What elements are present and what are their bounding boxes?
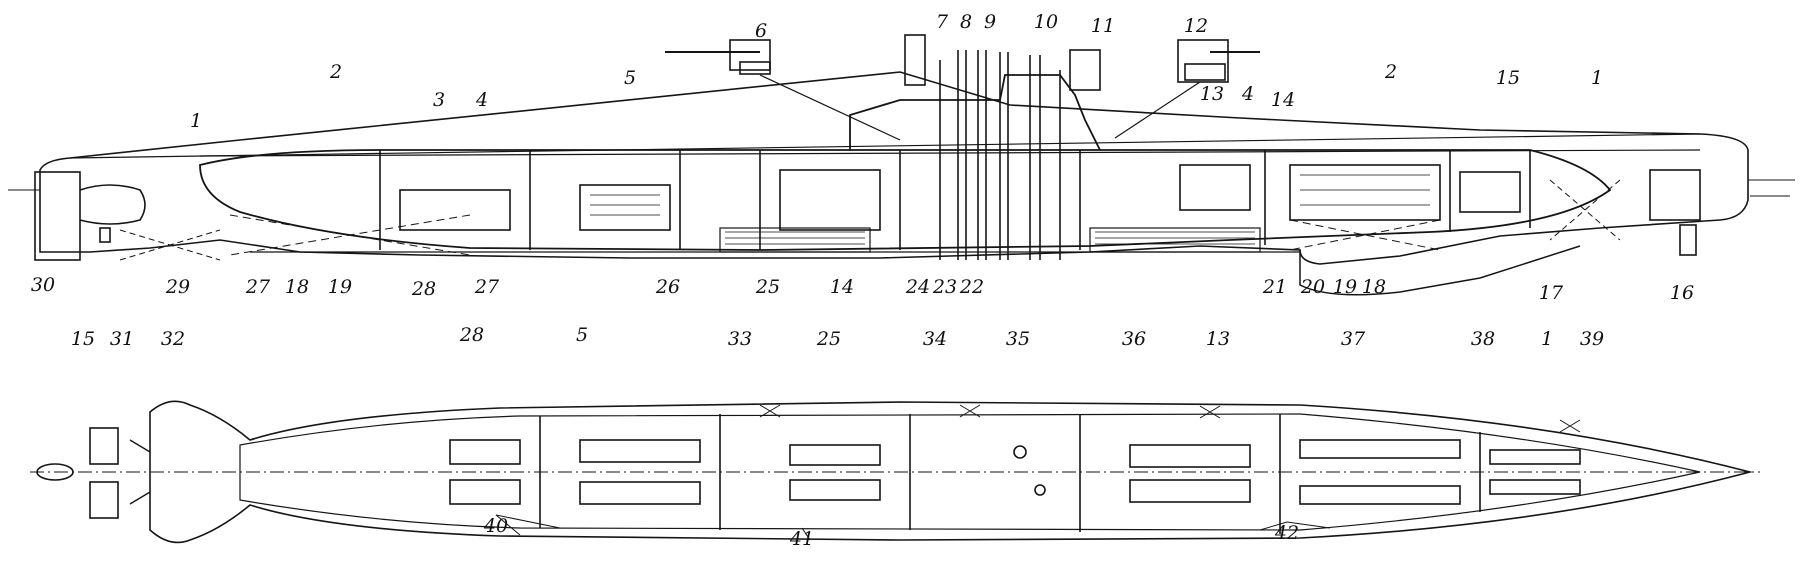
side-callout-21: 18 (285, 276, 309, 298)
side-callout-2: 3 (433, 89, 445, 111)
side-callout-8: 9 (984, 11, 996, 33)
plan-callout-8: 35 (1006, 328, 1030, 350)
outer-hull-outline (39, 71, 1749, 265)
side-callout-15: 2 (1384, 61, 1397, 83)
side-callout-1: 2 (329, 61, 342, 83)
side-view (8, 34, 1795, 296)
side-callout-13: 4 (1241, 83, 1254, 105)
side-callout-10: 11 (1091, 15, 1115, 37)
side-callout-36: 16 (1670, 282, 1694, 304)
plan-view (30, 400, 1760, 544)
plan-callout-13: 1 (1541, 328, 1553, 350)
side-callout-25: 26 (655, 276, 680, 298)
pressure-hull (199, 149, 1612, 251)
plan-callout-2: 32 (161, 328, 185, 350)
side-callout-30: 22 (959, 276, 984, 298)
side-callout-11: 12 (1184, 15, 1208, 37)
plan-callout-7: 34 (923, 328, 947, 350)
plan-callout-14: 39 (1580, 328, 1604, 350)
side-callout-34: 18 (1362, 276, 1386, 298)
deck-gun-forward (1114, 39, 1260, 139)
side-callout-18: 30 (31, 274, 55, 296)
plan-callout-9: 36 (1122, 328, 1146, 350)
side-callout-7: 8 (960, 11, 972, 33)
side-callout-9: 10 (1034, 11, 1058, 33)
plan-hull-outline (149, 400, 1754, 544)
plan-callout-17: 42 (1274, 522, 1299, 544)
side-callout-0: 1 (190, 110, 202, 132)
plan-callout-10: 13 (1206, 328, 1230, 350)
plan-callout-15: 40 (483, 515, 508, 537)
side-callout-14: 14 (1271, 89, 1295, 111)
plan-callout-0: 15 (71, 328, 95, 350)
conning-tower (849, 74, 1101, 151)
side-callout-4: 5 (624, 67, 636, 89)
side-callout-31: 21 (1262, 276, 1287, 298)
plan-leader-line-3 (1259, 521, 1288, 531)
side-callout-5: 6 (755, 20, 767, 42)
plan-callout-1: 31 (110, 328, 134, 350)
plan-callout-3: 28 (459, 324, 484, 346)
side-callout-17: 1 (1591, 67, 1603, 89)
plan-leader-line-4 (1286, 521, 1331, 529)
side-callout-29: 23 (932, 276, 957, 298)
side-callout-35: 17 (1539, 282, 1564, 304)
side-callout-6: 7 (936, 11, 949, 33)
plan-callout-6: 25 (816, 328, 841, 350)
plan-callout-12: 38 (1471, 328, 1495, 350)
side-callout-12: 13 (1200, 83, 1224, 105)
side-callout-24: 27 (474, 276, 500, 298)
deck-gun-aft (665, 39, 901, 141)
plan-leader-line-2 (801, 527, 811, 541)
side-callout-26: 25 (755, 276, 780, 298)
plan-callout-16: 41 (789, 528, 814, 550)
side-callout-23: 28 (411, 278, 436, 300)
side-callout-27: 14 (830, 276, 854, 298)
plan-leader-line-0 (495, 514, 521, 536)
plan-callout-5: 33 (728, 328, 752, 350)
side-callout-20: 27 (245, 276, 271, 298)
side-callout-28: 24 (905, 276, 930, 298)
side-callout-3: 4 (475, 89, 488, 111)
plan-leader-line-1 (495, 514, 561, 529)
plan-callout-11: 37 (1341, 328, 1366, 350)
side-callout-33: 19 (1333, 276, 1357, 298)
side-callout-22: 19 (328, 276, 352, 298)
plan-callout-4: 5 (576, 324, 588, 346)
side-callout-16: 15 (1496, 67, 1520, 89)
side-callout-32: 20 (1300, 276, 1325, 298)
side-callout-19: 29 (165, 276, 190, 298)
plan-view-callouts: 15 31 32 28 5 33 25 34 35 36 13 37 38 1 39 40 41 42 (71, 324, 1604, 550)
